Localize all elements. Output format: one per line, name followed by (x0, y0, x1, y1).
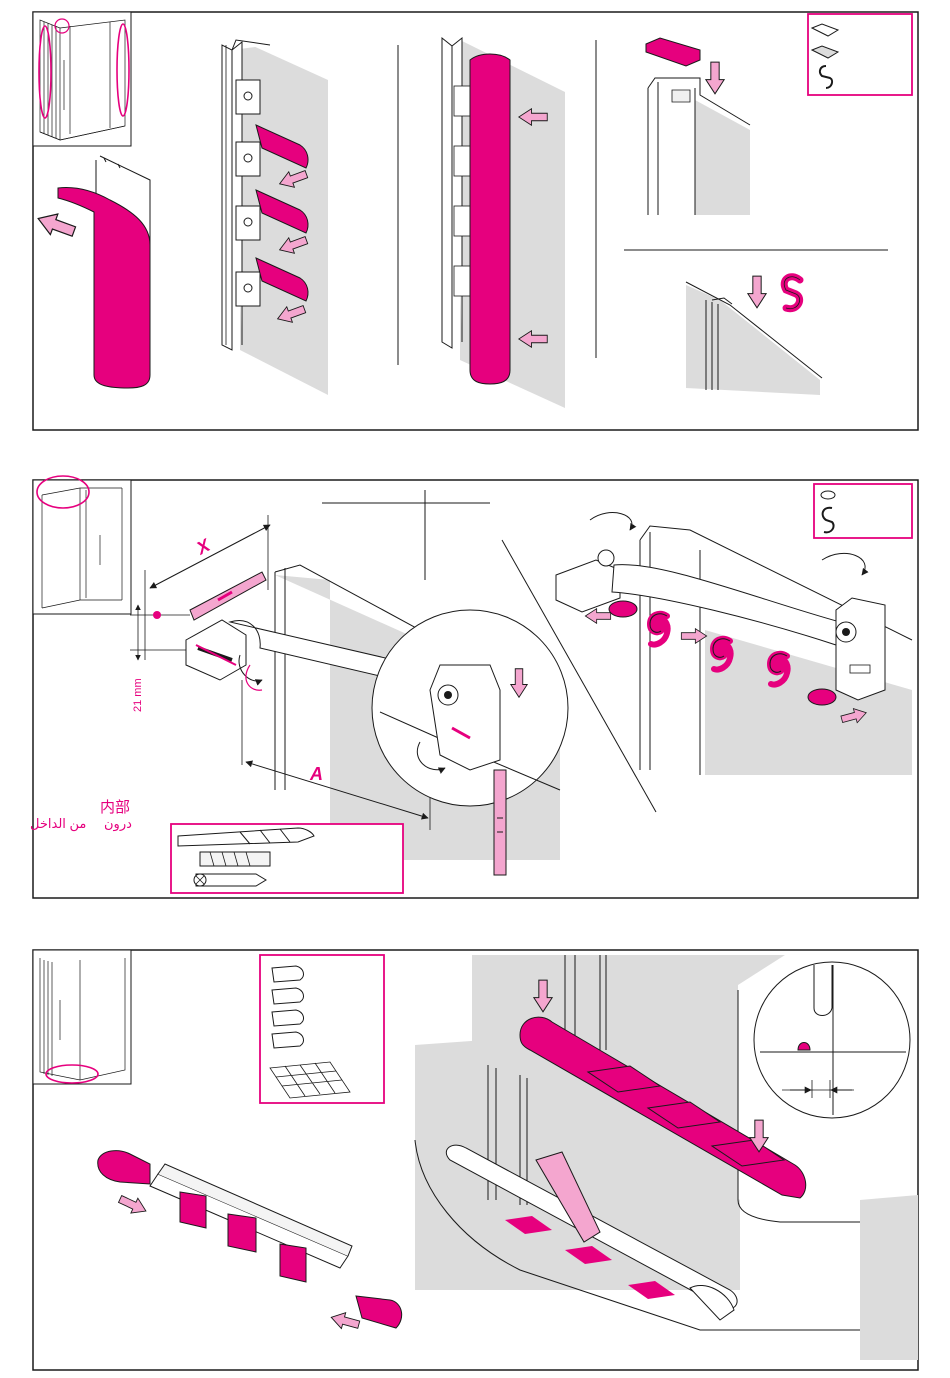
parts-legend (814, 484, 912, 538)
detail-circle-bracket (372, 610, 568, 806)
tools-box (171, 824, 403, 893)
end-cap-icon (272, 1032, 303, 1048)
magenta-cap (808, 689, 836, 705)
wall-profile-covered (442, 38, 565, 408)
parts-legend (808, 14, 912, 95)
thumbnail-shower-1 (33, 12, 131, 146)
end-cap-icon (272, 966, 303, 982)
inside-label-ar: من الداخل (30, 816, 86, 832)
end-cap-icon (272, 1010, 303, 1026)
vertical-level (494, 770, 506, 875)
inside-label-cn: 内部 (100, 799, 130, 816)
thumbnail-shower-3 (33, 950, 131, 1084)
drill-mark (153, 611, 161, 619)
magenta-pad (280, 1244, 306, 1282)
thumbnail-shower-2 (33, 476, 131, 614)
end-cap-icon (272, 988, 303, 1004)
panel-3 (33, 950, 918, 1370)
magenta-cap (609, 601, 637, 617)
panel-1 (33, 12, 918, 430)
inside-label-ar2: درون (104, 816, 132, 832)
panel-2: X 21 mm A (30, 476, 918, 898)
parts-legend (260, 955, 384, 1103)
cap-part-icon (821, 491, 835, 499)
dim-a-label: A (309, 764, 323, 784)
detail-circle-gap (754, 962, 910, 1118)
magenta-pad (180, 1192, 206, 1228)
magenta-pad (228, 1214, 256, 1252)
magenta-cover-profile (470, 54, 510, 384)
dim-21mm-label: 21 mm (132, 678, 144, 712)
